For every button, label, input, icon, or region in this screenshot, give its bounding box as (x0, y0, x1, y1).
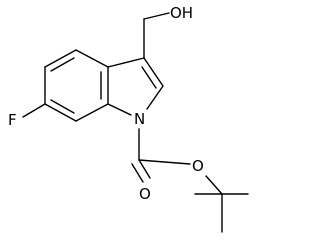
bond-lines (22, 12, 249, 233)
atom-label-carbonyl-oxygen: O (139, 185, 151, 203)
bond-c6-c7-inner (50, 99, 75, 114)
bond-c2-n1 (146, 85, 164, 110)
bond-ester-o-tbu (205, 175, 223, 195)
atom-label-nitrogen: N (134, 110, 145, 128)
bond-carbonyl-ester-o (138, 159, 191, 165)
bond-c6-c7 (44, 103, 77, 122)
chemical-structure: F N O O OH (8, 4, 249, 233)
bond-c3-c2-inner (141, 66, 157, 89)
atom-label-ester-oxygen: O (192, 157, 204, 175)
atom-label-fluorine: F (8, 111, 17, 129)
atom-labels: F N O O OH (8, 4, 204, 203)
bond-c6-f (22, 103, 46, 118)
bond-c4-c5-inner (50, 57, 75, 72)
atom-label-hydroxyl: OH (170, 4, 193, 22)
bond-c3a-c4 (75, 49, 109, 68)
bond-c3-c2 (143, 57, 164, 87)
bond-carbonyl-o-double-b (131, 163, 144, 183)
bond-c4-c5 (44, 49, 77, 68)
bond-c7-c7a (75, 103, 109, 122)
bond-carbonyl-o-double-a (138, 159, 151, 179)
bond-n1-c7a (107, 103, 132, 116)
bond-ch2-oh (143, 12, 170, 20)
bond-c3a-c3 (107, 57, 145, 68)
